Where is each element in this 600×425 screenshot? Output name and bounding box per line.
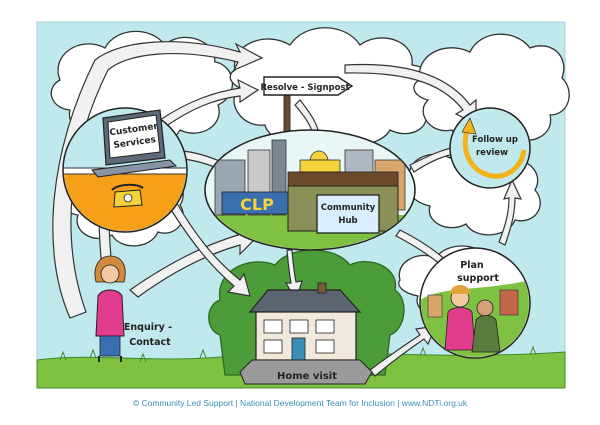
home-visit-label: Home visit: [277, 371, 337, 382]
plan-support-node: Plan support: [419, 247, 531, 359]
signpost-label: Resolve - Signpost: [260, 83, 349, 93]
follow-up-node: Follow up review: [449, 107, 531, 189]
follow-up-label-2: review: [476, 148, 508, 158]
enquiry-label-2: Contact: [129, 337, 171, 348]
follow-up-label-1: Follow up: [472, 135, 518, 145]
plan-support-label-1: Plan: [460, 260, 484, 271]
person-icon: [471, 299, 501, 353]
enquiry-label-1: Enquiry -: [124, 322, 172, 333]
laptop-icon: [91, 109, 178, 178]
house-roof: [248, 289, 362, 313]
telephone-icon: [111, 183, 144, 208]
person-icon: [444, 285, 476, 351]
hub-label-1: Community: [321, 203, 376, 213]
home-visit-node: Home visit: [239, 282, 373, 385]
hub-wall-letters: CLP: [240, 195, 274, 214]
footer-credit: © Community Led Support | National Devel…: [132, 398, 468, 408]
person-icon: [94, 255, 126, 362]
hub-label-2: Hub: [338, 216, 357, 226]
enquiry-contact-node: Enquiry - Contact: [94, 255, 172, 362]
community-hub-node: CLP Community Hub: [204, 129, 416, 251]
cycle-arrow-icon: [462, 127, 527, 179]
grass-tufts: [59, 345, 537, 363]
plan-support-label-2: support: [457, 273, 499, 284]
house-door: [291, 337, 306, 361]
signpost: Resolve - Signpost: [260, 76, 354, 133]
hub-sign: [316, 194, 380, 234]
